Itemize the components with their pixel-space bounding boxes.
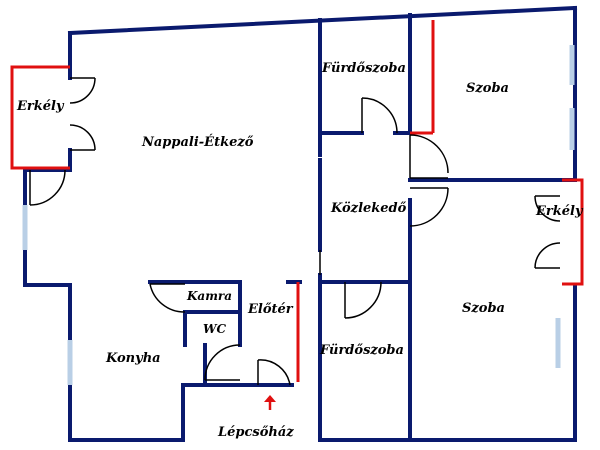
label-konyha: Konyha — [105, 351, 161, 366]
wall-bottom-right — [318, 283, 577, 442]
label-kozlekedo: Közlekedő — [330, 201, 407, 216]
walls — [23, 5, 578, 442]
balconies — [10, 20, 584, 382]
balcony-right — [562, 178, 584, 286]
door-nappali-left — [29, 169, 66, 206]
balcony-left — [10, 65, 70, 170]
door-szoba-bottom — [409, 187, 449, 227]
label-lepcsohaz: Lépcsőház — [217, 425, 294, 440]
label-nappali: Nappali-Étkező — [141, 134, 254, 150]
door-szoba-top — [409, 134, 449, 179]
door-bath-bottom — [344, 281, 382, 319]
door-balcony-left — [69, 77, 96, 151]
label-erkely-right: Erkély — [535, 204, 584, 219]
door-wc — [204, 344, 241, 381]
label-szoba-top: Szoba — [466, 81, 509, 96]
doors — [29, 77, 561, 386]
label-wc: WC — [203, 322, 226, 336]
label-szoba-bottom: Szoba — [462, 301, 505, 316]
door-bath-top — [361, 97, 398, 134]
label-eloter: Előtér — [247, 302, 294, 317]
label-furdo-top: Fürdőszoba — [321, 61, 406, 76]
door-balcony-right — [534, 195, 561, 269]
wall-left-mid — [23, 148, 72, 442]
wall-top — [67, 5, 578, 36]
label-kamra: Kamra — [186, 289, 232, 303]
label-furdo-bottom: Fürdőszoba — [319, 343, 404, 358]
windows — [22, 45, 575, 385]
label-erkely-left: Erkély — [16, 99, 65, 114]
up-arrow-icon — [264, 395, 276, 410]
door-entrance — [257, 359, 291, 386]
door-kamra — [149, 283, 186, 313]
room-labels: Erkély Nappali-Étkező Fürdőszoba Szoba K… — [16, 61, 584, 440]
